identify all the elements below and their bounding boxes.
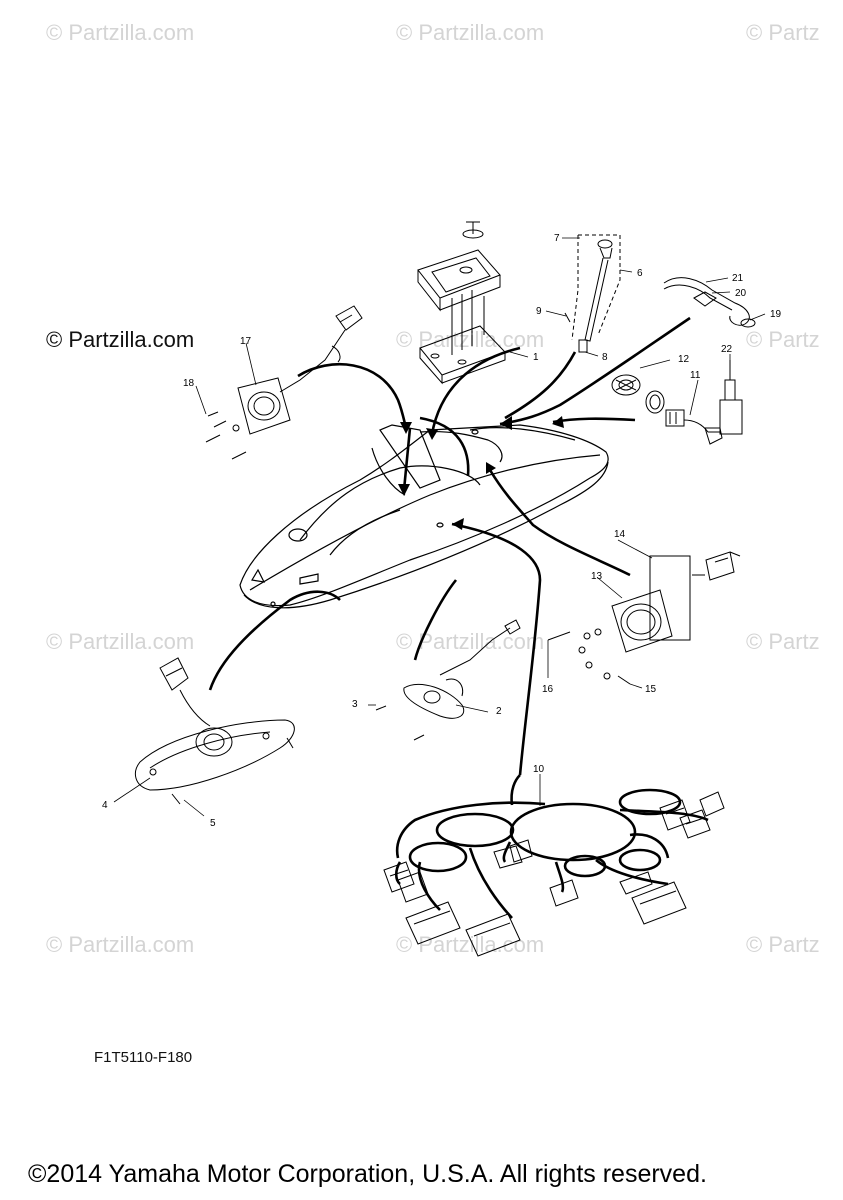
wiring-harness [396, 790, 708, 918]
callout-6: 6 [637, 268, 643, 279]
light-assembly-upper [206, 306, 362, 459]
watermark: © Partzilla.com [396, 20, 545, 45]
callout-10: 10 [533, 764, 545, 775]
watermark: © Partz [746, 932, 820, 957]
callout-12: 12 [678, 354, 690, 365]
diagram-code: F1T5110-F180 [94, 1049, 193, 1066]
brand-label: © Partzilla.com [46, 327, 195, 352]
watermark: © Partzilla.com [396, 932, 545, 957]
callout-17: 17 [240, 336, 252, 347]
callout-5: 5 [210, 818, 216, 829]
callout-20: 20 [735, 288, 747, 299]
connection-curves [210, 318, 690, 805]
grommet-and-ring [612, 375, 664, 413]
pipe-bracket [664, 278, 755, 327]
leader-lines [114, 238, 765, 816]
drain-plate [376, 620, 520, 740]
callout-15: 15 [645, 684, 657, 695]
callout-13: 13 [591, 571, 603, 582]
harness-connectors [384, 792, 724, 956]
callout-labels: 1 2 3 4 5 6 7 8 9 10 11 12 13 14 15 16 1… [102, 233, 782, 829]
watermark: © Partzilla.com [46, 932, 195, 957]
callout-4: 4 [102, 800, 108, 811]
watermark: © Partz [746, 20, 820, 45]
sensor [666, 360, 742, 444]
callout-16: 16 [542, 684, 554, 695]
boat-hull [240, 425, 608, 608]
callout-11: 11 [690, 370, 701, 381]
watermark: © Partzilla.com [46, 20, 195, 45]
callout-9: 9 [536, 306, 542, 317]
callout-18: 18 [183, 378, 195, 389]
callout-8: 8 [602, 352, 608, 363]
arrow-heads [398, 416, 564, 530]
mast-assembly [565, 235, 620, 352]
watermark: © Partz [746, 327, 820, 352]
callout-22: 22 [721, 344, 733, 355]
oval-light [135, 658, 294, 804]
callout-3: 3 [352, 699, 358, 710]
watermark: © Partzilla.com [46, 629, 195, 654]
copyright-notice: ©2014 Yamaha Motor Corporation, U.S.A. A… [28, 1160, 707, 1188]
callout-2: 2 [496, 706, 502, 717]
callout-1: 1 [533, 352, 539, 363]
light-assembly-right [548, 552, 740, 684]
callout-7: 7 [554, 233, 560, 244]
watermark: © Partz [746, 629, 820, 654]
callout-14: 14 [614, 529, 626, 540]
callout-19: 19 [770, 309, 782, 320]
callout-21: 21 [732, 273, 744, 284]
